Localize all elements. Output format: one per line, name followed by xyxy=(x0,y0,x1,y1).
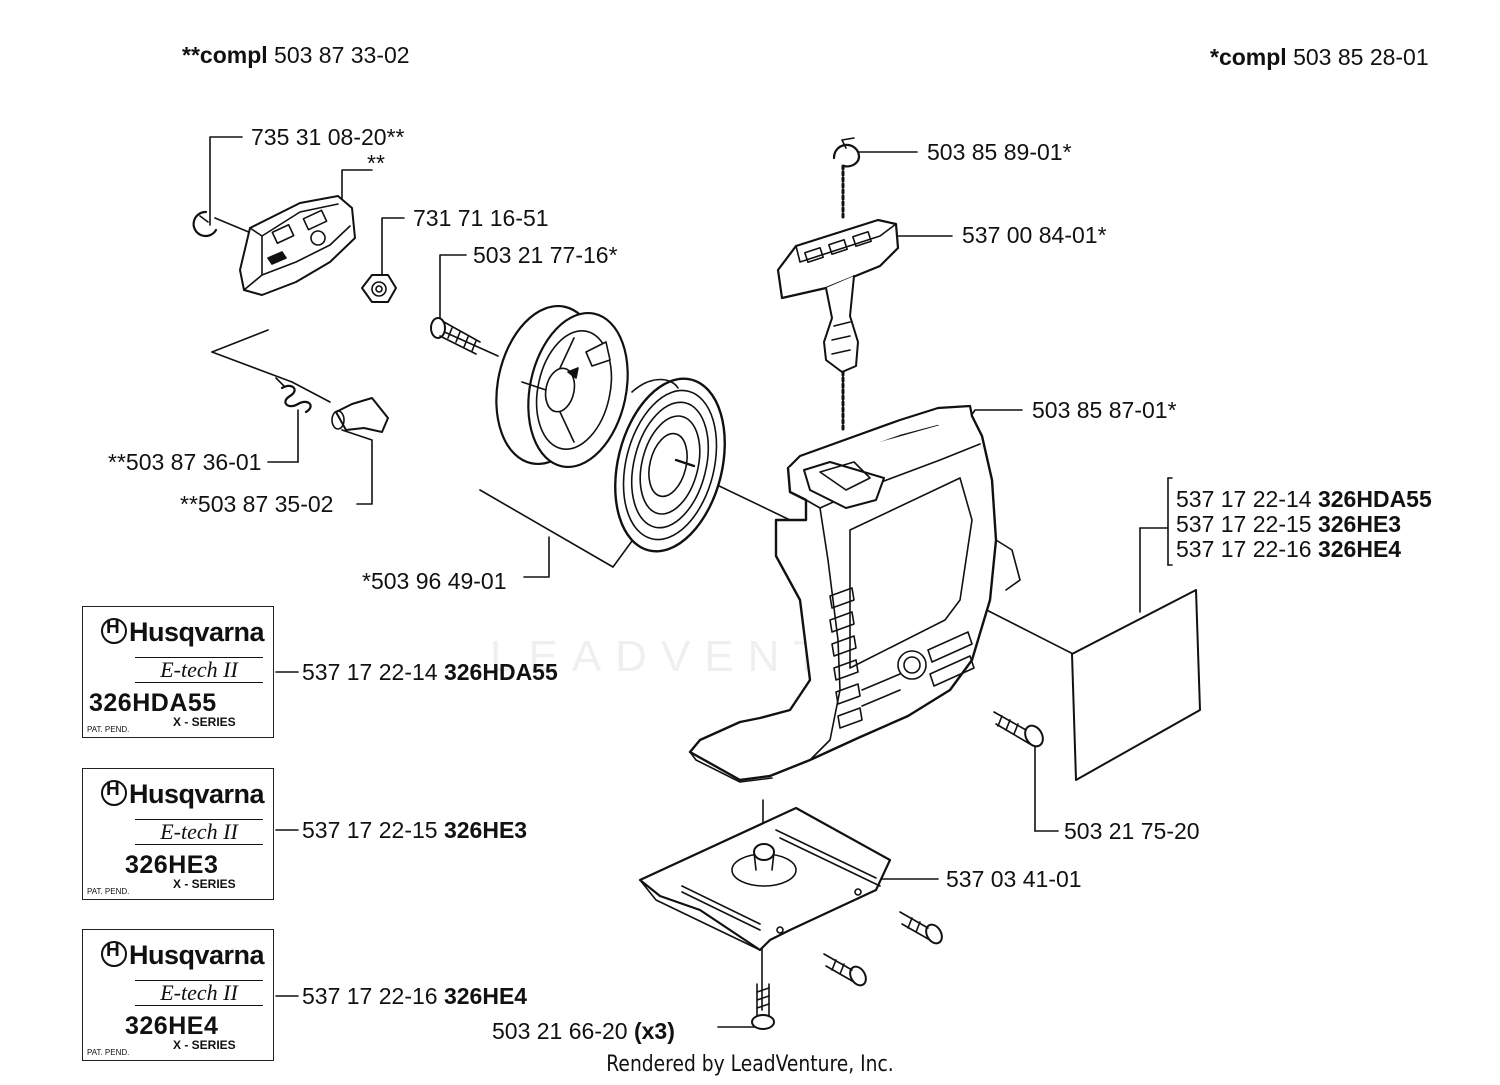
group-label-left: **compl 503 87 33-02 xyxy=(182,42,410,68)
callout-part-number[interactable]: 503 85 87-01* xyxy=(1032,397,1177,423)
brand-logo: Husqvarna xyxy=(101,617,265,648)
decal-series: X - SERIES xyxy=(173,1038,236,1052)
decal-list-item[interactable]: 537 17 22-14 326HDA55 xyxy=(1176,486,1432,512)
recoil-spring-part xyxy=(614,377,726,553)
decal-model-label: 326HE4 xyxy=(443,983,528,1009)
decal-model: 326HDA55 xyxy=(89,689,217,717)
callout-part-number[interactable]: 503 21 75-20 xyxy=(1064,818,1200,844)
callout-part-number[interactable]: *503 96 49-01 xyxy=(362,568,507,594)
decal-sheet-part xyxy=(1071,589,1201,781)
decal-model: 326HE4 xyxy=(125,1012,219,1040)
e-clip-part xyxy=(192,210,218,238)
render-credit: Rendered by LeadVenture, Inc. xyxy=(606,1052,894,1077)
callout-part-number[interactable]: **503 87 36-01 xyxy=(108,449,262,475)
callout-part-number[interactable]: ** xyxy=(367,150,385,176)
decal-callout[interactable]: 537 17 22-15 326HE3 xyxy=(302,817,527,843)
husqvarna-crown-icon xyxy=(101,779,127,806)
decal-list-part: 537 17 22-16 xyxy=(1176,536,1312,562)
callout-part-number[interactable]: 537 03 41-01 xyxy=(946,866,1082,892)
flange-nut-part xyxy=(361,274,397,303)
pawl-part xyxy=(331,397,389,433)
etech-badge: E-tech II xyxy=(135,980,263,1006)
screw-part xyxy=(993,711,1044,748)
decal-series: X - SERIES xyxy=(173,877,236,891)
pawl-housing-part xyxy=(239,195,356,296)
callout-part-number[interactable]: 503 85 89-01* xyxy=(927,139,1072,165)
starter-pulley-part xyxy=(495,304,629,469)
decal-list-item[interactable]: 537 17 22-16 326HE4 xyxy=(1176,536,1401,562)
husqvarna-crown-icon xyxy=(101,617,127,644)
callout-part-number[interactable]: **503 87 35-02 xyxy=(180,491,334,517)
decal-list-model: 326HE3 xyxy=(1317,511,1402,537)
decal-list-model: 326HDA55 xyxy=(1317,486,1432,512)
decal-model-label: 326HDA55 xyxy=(443,659,558,685)
starter-handle-part xyxy=(776,218,900,432)
brand-logo: Husqvarna xyxy=(101,940,265,971)
brand-logo: Husqvarna xyxy=(101,779,265,810)
callout-part-number[interactable]: 537 00 84-01* xyxy=(962,222,1107,248)
group-part-number: 503 87 33-02 xyxy=(274,42,410,68)
bottom-bracket-part xyxy=(638,806,892,952)
screw-part xyxy=(430,317,481,355)
decal-part: 537 17 22-14 xyxy=(302,659,438,685)
callout-part-number[interactable]: 731 71 16-51 xyxy=(413,205,549,231)
decal-list-part: 537 17 22-15 xyxy=(1176,511,1312,537)
decal-panel: Husqvarna E-tech II 326HE3 X - SERIES PA… xyxy=(82,768,274,900)
group-prefix: *compl xyxy=(1210,44,1287,70)
patent-note: PAT. PEND. xyxy=(87,1048,130,1057)
starter-housing-part xyxy=(688,404,1021,783)
decal-list-model: 326HE4 xyxy=(1317,536,1402,562)
decal-list-item[interactable]: 537 17 22-15 326HE3 xyxy=(1176,511,1401,537)
callout-part-number: 503 21 66-20 xyxy=(492,1018,628,1044)
group-part-number: 503 85 28-01 xyxy=(1293,44,1429,70)
callout-part-number[interactable]: 503 21 77-16* xyxy=(473,242,618,268)
decal-callout[interactable]: 537 17 22-14 326HDA55 xyxy=(302,659,558,685)
decal-panel: Husqvarna E-tech II 326HDA55 X - SERIES … xyxy=(82,606,274,738)
leader-lines xyxy=(209,136,1173,1028)
decal-list-part: 537 17 22-14 xyxy=(1176,486,1312,512)
callout-part-number[interactable]: 735 31 08-20** xyxy=(251,124,405,150)
decal-part: 537 17 22-16 xyxy=(302,983,438,1009)
patent-note: PAT. PEND. xyxy=(87,725,130,734)
pawl-spring-part xyxy=(275,377,312,414)
etech-badge: E-tech II xyxy=(135,819,263,845)
decal-panel: Husqvarna E-tech II 326HE4 X - SERIES PA… xyxy=(82,929,274,1061)
decal-series: X - SERIES xyxy=(173,715,236,729)
decal-model: 326HE3 xyxy=(125,851,219,879)
patent-note: PAT. PEND. xyxy=(87,887,130,896)
decal-part: 537 17 22-15 xyxy=(302,817,438,843)
group-prefix: **compl xyxy=(182,42,268,68)
screw-part xyxy=(899,911,943,945)
callout-screws[interactable]: 503 21 66-20 (x3) xyxy=(492,1018,675,1044)
decal-model-label: 326HE3 xyxy=(443,817,528,843)
husqvarna-crown-icon xyxy=(101,940,127,967)
screw-part xyxy=(823,953,867,987)
decal-callout[interactable]: 537 17 22-16 326HE4 xyxy=(302,983,527,1009)
screw-part xyxy=(751,983,775,1030)
rope-knot-part xyxy=(832,137,860,222)
callout-quantity: (x3) xyxy=(633,1018,675,1044)
group-label-right: *compl 503 85 28-01 xyxy=(1210,44,1429,70)
etech-badge: E-tech II xyxy=(135,657,263,683)
